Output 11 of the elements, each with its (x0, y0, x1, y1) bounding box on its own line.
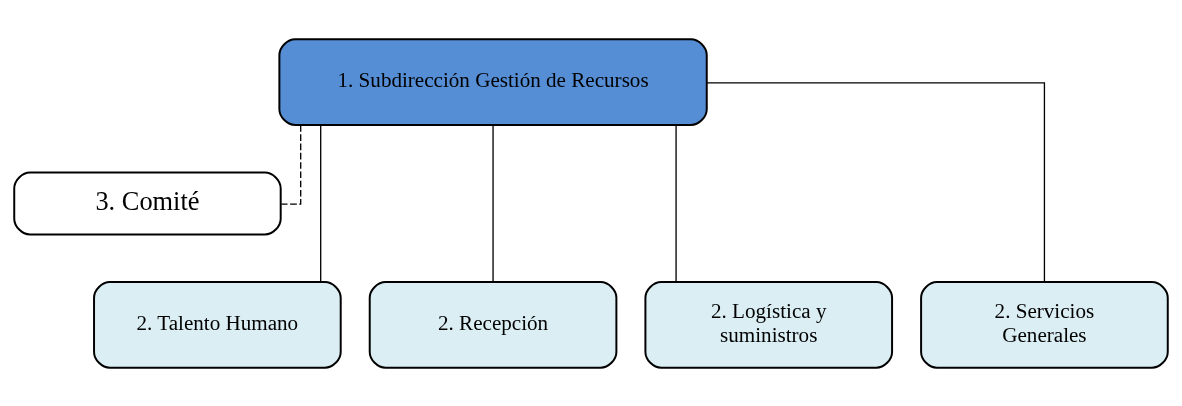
node-box: 2. Logística y suministros (644, 280, 894, 369)
node-box: 1. Subdirección Gestión de Recursos (278, 37, 708, 126)
node-box: 2. Recepción (368, 280, 618, 369)
node-box: 3. Comité (13, 171, 282, 235)
connector (492, 124, 494, 282)
connector (675, 124, 677, 282)
node-box: 2. Talento Humano (93, 280, 342, 369)
node-box: 2. Servicios Generales (920, 280, 1169, 369)
connector (320, 124, 322, 282)
connector (706, 81, 1046, 282)
connector (280, 124, 302, 205)
